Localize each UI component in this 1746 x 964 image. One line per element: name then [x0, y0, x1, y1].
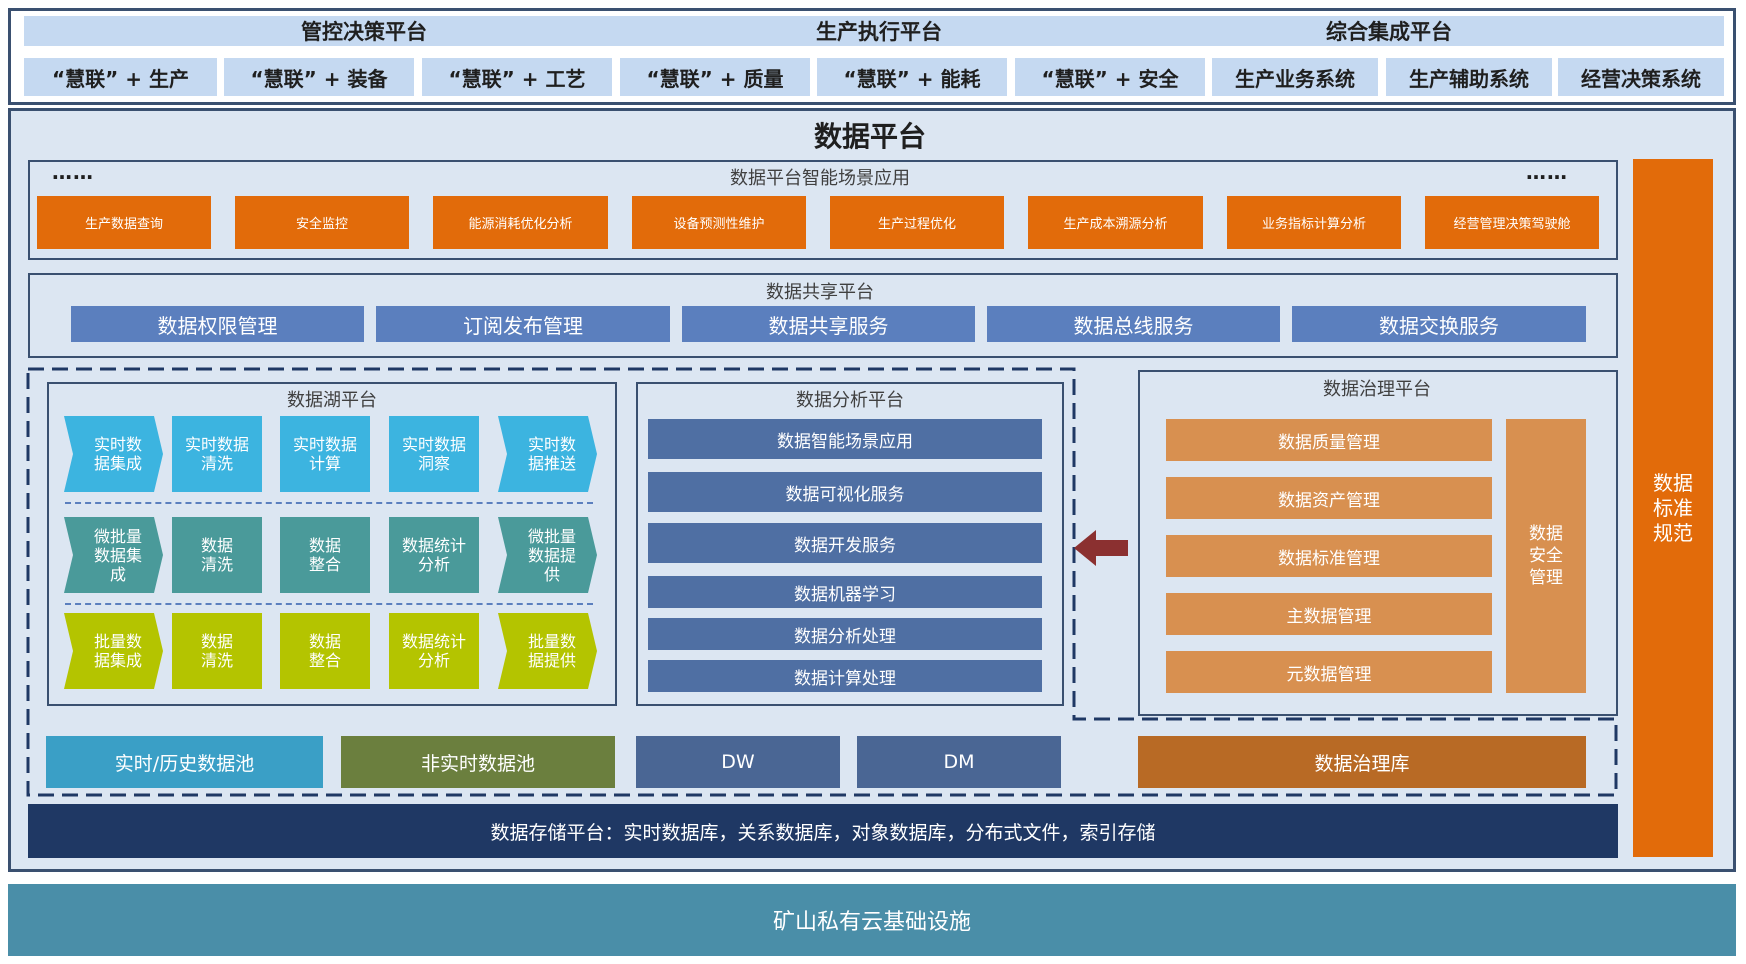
data-analysis-title: 数据分析平台	[796, 390, 904, 411]
data-platform-title: 数据平台	[813, 120, 926, 153]
system-box: 生产业务系统	[1212, 58, 1378, 96]
lake-divider	[65, 603, 593, 605]
scene-item: 经营管理决策驾驶舱	[1425, 196, 1599, 249]
lake-step-label: 数据 清洗	[200, 536, 233, 574]
lake-step-label: 实时数据 洞察	[401, 435, 466, 473]
lake-step-shape	[64, 517, 163, 593]
sharing-item: 数据共享服务	[682, 306, 975, 342]
lake-step-shape	[389, 613, 479, 689]
platform-header-integration: 综合集成平台	[1054, 16, 1724, 46]
analysis-item: 数据分析处理	[648, 618, 1042, 650]
governance-item: 元数据管理	[1166, 651, 1492, 693]
platform-header-control: 管控决策平台	[24, 16, 704, 46]
lake-step-shape	[498, 613, 597, 689]
governance-item: 数据资产管理	[1166, 477, 1492, 519]
left-arrow-icon	[1074, 530, 1128, 566]
platform-label: 综合集成平台	[1326, 20, 1452, 44]
system-box: “慧联” + 工艺	[422, 58, 612, 96]
sharing-item: 数据交换服务	[1292, 306, 1586, 342]
ellipsis-right: ……	[1526, 160, 1568, 184]
lake-step-shape	[280, 613, 370, 689]
system-box: “慧联” + 生产	[24, 58, 217, 96]
lake-step-shape	[172, 416, 262, 492]
lake-step-shape	[389, 416, 479, 492]
system-box: “慧联” + 能耗	[817, 58, 1007, 96]
sharing-platform-title: 数据共享平台	[766, 282, 874, 303]
scene-item: 业务指标计算分析	[1227, 196, 1401, 249]
scene-item: 能源消耗优化分析	[433, 196, 608, 249]
lake-step-shape	[64, 613, 163, 689]
lake-step-shape	[498, 416, 597, 492]
governance-item: 数据质量管理	[1166, 419, 1492, 461]
lake-step-label: 实时数据 清洗	[184, 435, 249, 473]
infrastructure-layer: 矿山私有云基础设施	[8, 884, 1736, 956]
analysis-item: 数据开发服务	[648, 523, 1042, 563]
analysis-item: 数据计算处理	[648, 660, 1042, 692]
data-standard-spec: 数据 标准 规范	[1633, 159, 1713, 857]
analysis-item: 数据机器学习	[648, 576, 1042, 608]
system-box: 生产辅助系统	[1386, 58, 1552, 96]
data-pool: DM	[857, 736, 1061, 788]
platform-label: 管控决策平台	[301, 20, 427, 44]
lake-divider	[65, 502, 593, 504]
lake-step-shape	[280, 416, 370, 492]
scene-item: 生产成本溯源分析	[1028, 196, 1203, 249]
lake-step-shape	[498, 517, 597, 593]
system-box: 经营决策系统	[1558, 58, 1724, 96]
lake-step-label: 实时数 据推送	[527, 435, 576, 473]
system-box: “慧联” + 质量	[620, 58, 810, 96]
lake-step-shape	[64, 416, 163, 492]
data-pool: 非实时数据池	[341, 736, 615, 788]
lake-step-shape	[172, 517, 262, 593]
lake-step-label: 微批量 数据集 成	[93, 526, 142, 584]
platform-label: 生产执行平台	[816, 20, 942, 44]
scene-item: 设备预测性维护	[632, 196, 806, 249]
data-governance-title: 数据治理平台	[1323, 379, 1431, 400]
scene-item: 生产过程优化	[830, 196, 1004, 249]
data-security-management: 数据 安全 管理	[1506, 419, 1586, 693]
lake-step-label: 数据 整合	[308, 536, 341, 574]
lake-step-shape	[172, 613, 262, 689]
lake-step-label: 数据统计 分析	[401, 536, 466, 574]
scene-item: 生产数据查询	[37, 196, 211, 249]
lake-step-label: 微批量 数据提 供	[527, 526, 576, 584]
data-pool: 实时/历史数据池	[46, 736, 323, 788]
lake-step-label: 实时数据 计算	[292, 435, 357, 473]
scene-item: 安全监控	[235, 196, 409, 249]
data-pool: 数据治理库	[1138, 736, 1586, 788]
data-lake-chevrons	[64, 416, 597, 689]
lake-step-label: 批量数 据集成	[93, 632, 142, 670]
scene-app-title: 数据平台智能场景应用	[730, 168, 910, 189]
ellipsis-left: ……	[52, 160, 94, 184]
dashed-outline	[26, 367, 1618, 797]
lake-step-label: 实时数 据集成	[93, 435, 142, 473]
lake-step-label: 数据统计 分析	[401, 632, 466, 670]
system-box: “慧联” + 安全	[1015, 58, 1205, 96]
governance-item: 主数据管理	[1166, 593, 1492, 635]
lake-step-shape	[389, 517, 479, 593]
data-lake-title: 数据湖平台	[287, 390, 377, 411]
platform-header-execution: 生产执行平台	[704, 16, 1054, 46]
data-pool: DW	[636, 736, 840, 788]
system-box: “慧联” + 装备	[224, 58, 414, 96]
lake-step-label: 数据 整合	[308, 632, 341, 670]
analysis-item: 数据智能场景应用	[648, 419, 1042, 459]
lake-step-label: 数据 清洗	[200, 632, 233, 670]
sharing-item: 数据总线服务	[987, 306, 1280, 342]
storage-platform: 数据存储平台：实时数据库，关系数据库，对象数据库，分布式文件，索引存储	[28, 804, 1618, 858]
lake-step-label: 批量数 据提供	[527, 632, 576, 670]
analysis-item: 数据可视化服务	[648, 472, 1042, 512]
sharing-item: 订阅发布管理	[376, 306, 670, 342]
sharing-item: 数据权限管理	[71, 306, 364, 342]
lake-step-shape	[280, 517, 370, 593]
governance-item: 数据标准管理	[1166, 535, 1492, 577]
